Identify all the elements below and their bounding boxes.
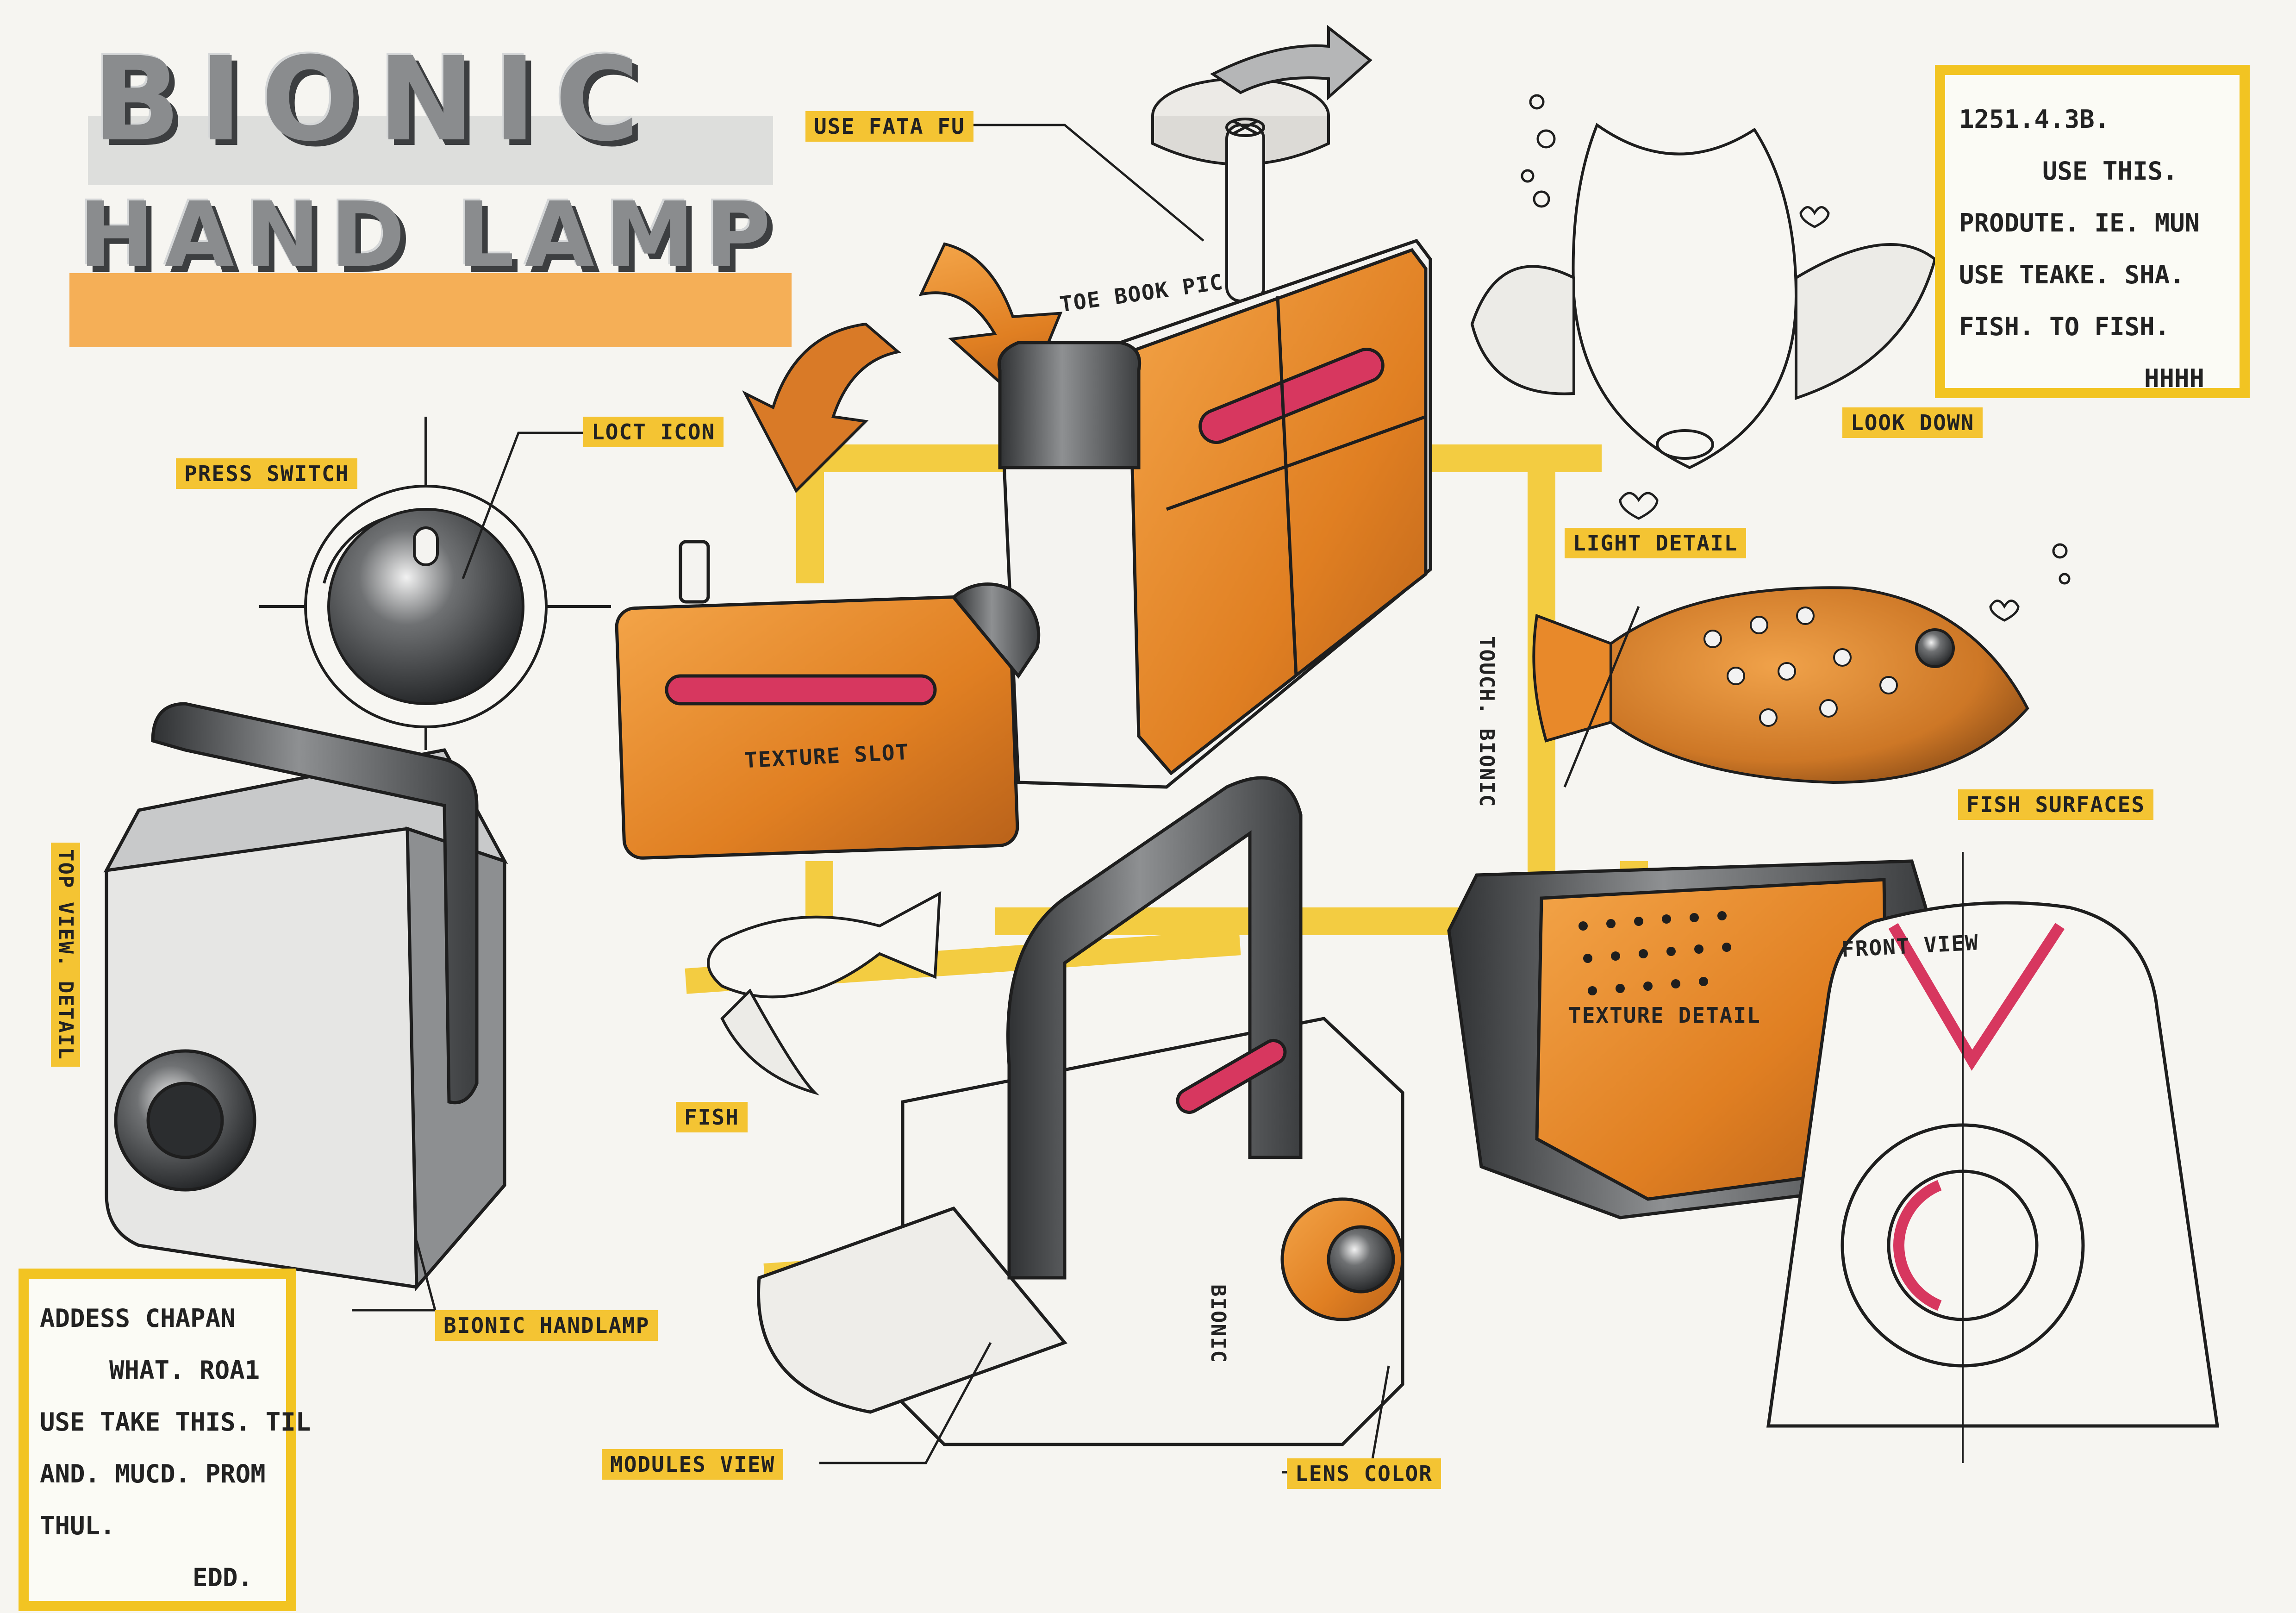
callout-use-rotate: USE FATA FU [805, 111, 973, 142]
note-line: ADDESS CHAPAN [40, 1304, 236, 1333]
note-line: AND. MUCD. PROM [40, 1459, 266, 1488]
callout-modules-view: MODULES VIEW [602, 1449, 784, 1480]
callout-fish-surface: FISH SURFACES [1958, 789, 2154, 820]
lamp-body-sketch-top [997, 238, 1432, 789]
vertical-label-left: TOP VIEW. DETAIL [51, 843, 80, 1067]
note-line: EDD. [193, 1563, 253, 1592]
callout-lens-color: LENS COLOR [1287, 1458, 1441, 1489]
rotate-cylinder-sketch [1151, 25, 1373, 302]
note-line: USE TEAKE. SHA. [1959, 260, 2185, 289]
callout-press-switch: PRESS SWITCH [176, 458, 358, 489]
callout-bionic-handlamp: BIONIC HANDLAMP [435, 1310, 658, 1341]
title-orange-underlay [69, 273, 792, 347]
lamp-white-front-view [1766, 852, 2220, 1463]
knob-top-view [259, 417, 611, 750]
title-block: BIONIC HAND LAMP [60, 32, 805, 347]
note-line: PRODUTE. IE. MUN [1959, 208, 2200, 238]
note-line: HHHH [2144, 364, 2205, 393]
callout-fish: FISH [676, 1102, 748, 1132]
note-line: USE THIS. [2042, 156, 2178, 186]
note-line: WHAT. ROA1 [109, 1356, 260, 1385]
bubble-icon [1521, 94, 2071, 585]
lamp-white-sketch-center [757, 776, 1404, 1446]
heart-icon [1619, 206, 2020, 622]
lamp-grey-cube-sketch [103, 702, 508, 1292]
note-bottom-left: ADDESS CHAPAN WHAT. ROA1 USE TAKE THIS. … [19, 1269, 311, 1611]
callout-texture-detail: TEXTURE DETAIL [1568, 1003, 1761, 1028]
vertical-label-small: BIONIC [1206, 1284, 1230, 1363]
title-line-1: BIONIC [93, 32, 658, 167]
note-line: USE TAKE THIS. TIL [40, 1407, 311, 1437]
vertical-label-center: TOUCH. BIONIC [1475, 636, 1498, 808]
title-grey-underlay [88, 116, 773, 185]
note-line: FISH. TO FISH. [1959, 312, 2170, 341]
title-line-2: HAND LAMP [79, 182, 781, 288]
callout-eye-icon: LOCT ICON [583, 417, 724, 447]
fish-front-view [1470, 123, 1937, 469]
note-line: THUL. [40, 1511, 115, 1540]
lamp-dark-side-view [1447, 859, 1928, 1219]
callout-look-down: LOOK DOWN [1842, 407, 1983, 438]
note-line: 1251.4.3B. [1959, 105, 2110, 134]
callout-light-detail: LIGHT DETAIL [1565, 528, 1747, 558]
lamp-front-panel-sketch [615, 540, 1041, 860]
small-fish-sketch [707, 891, 942, 1096]
boxfish-orange-sketch [1532, 586, 2029, 784]
note-top-right: 1251.4.3B. USE THIS. PRODUTE. IE. MUN US… [1935, 65, 2250, 398]
